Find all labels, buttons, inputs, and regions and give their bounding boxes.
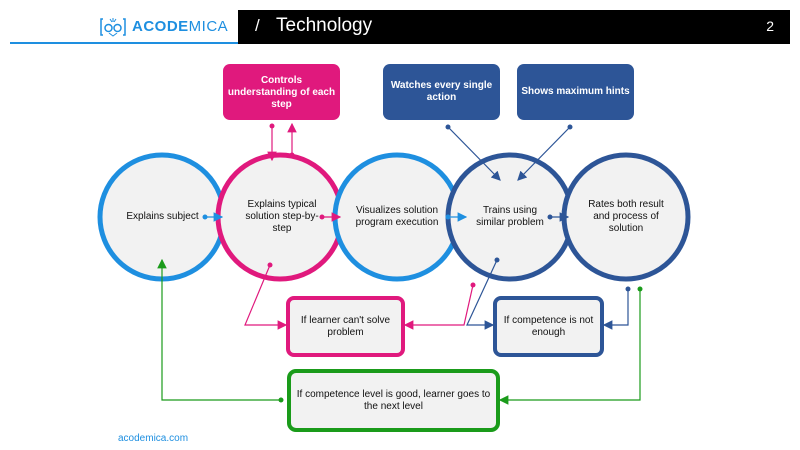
section-title: Technology <box>276 15 373 36</box>
box-label-hints: Shows maximum hints <box>521 86 630 97</box>
box-label-cant-solve: If learner can't solve problem <box>300 315 391 338</box>
box-hints <box>517 64 634 120</box>
connector-trains-to-cant-solve <box>403 282 476 330</box>
connector-rates-to-good-level <box>498 286 643 405</box>
circle-label-explains-solution: Explains typical solution step-by-step <box>245 199 319 234</box>
connector-rates-to-not-enough <box>602 286 631 330</box>
connector-watches-to-trains <box>445 124 501 181</box>
box-label-good-level: If competence level is good, learner goe… <box>296 389 491 412</box>
circle-label-explains-subject: Explains subject <box>126 211 199 222</box>
box-controls <box>223 64 340 120</box>
connector-solution-to-cant-solve <box>244 262 288 330</box>
connector-solution-to-controls <box>287 122 297 158</box>
connector-trains-to-rates <box>547 212 570 222</box>
connector-subject-to-solution <box>202 212 224 222</box>
header-bar: ACODEMICA / Technology 2 <box>10 10 790 44</box>
connector-trains-to-not-enough <box>466 257 500 330</box>
logo-text-bold: ACODE <box>132 18 189 35</box>
box-label-not-enough: If competence is not enough <box>503 315 594 338</box>
circle-label-rates: Rates both result and process of solutio… <box>588 199 664 234</box>
box-watches <box>383 64 500 120</box>
logo-area: ACODEMICA <box>10 10 238 44</box>
circle-label-trains: Trains using similar problem <box>476 205 544 228</box>
box-label-controls: Controls understanding of each step <box>227 75 336 110</box>
footer-website[interactable]: acodemica.com <box>118 433 189 444</box>
connector-good-level-to-subject <box>157 258 284 403</box>
page-number: 2 <box>766 18 774 34</box>
connector-visualizes-to-trains <box>445 212 468 222</box>
box-label-watches: Watches every single action <box>390 80 493 103</box>
connector-hints-to-trains <box>517 124 573 181</box>
box-good-level <box>287 369 500 432</box>
logo-icon <box>100 18 126 37</box>
logo-text-light: MICA <box>188 18 229 35</box>
title-separator: / <box>255 16 260 35</box>
box-cant-solve <box>286 296 405 357</box>
logo-text: ACODEMICA <box>132 18 228 35</box>
connector-solution-to-visualizes <box>319 212 342 222</box>
circle-label-visualizes: Visualizes solution program execution <box>355 205 439 228</box>
connector-controls-to-solution <box>267 123 277 162</box>
box-not-enough <box>493 296 604 357</box>
